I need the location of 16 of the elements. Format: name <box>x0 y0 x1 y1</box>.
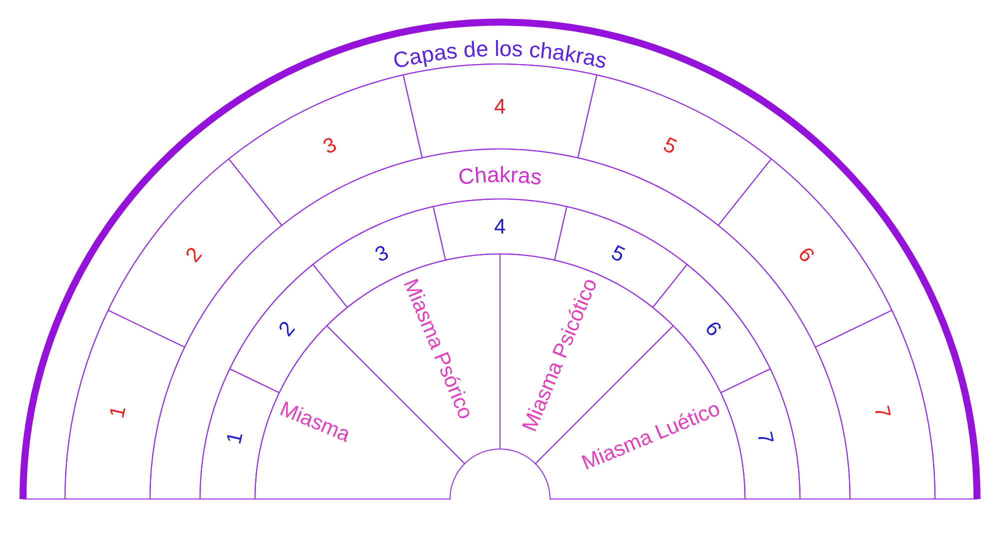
segment-number: 2 <box>275 318 300 341</box>
segment-number: 5 <box>660 134 680 158</box>
segment-number: 3 <box>372 242 392 266</box>
band-title: Chakras <box>457 162 544 190</box>
segment-number: 6 <box>700 318 724 341</box>
segment-number: 4 <box>494 216 506 238</box>
segment-number: 1 <box>223 430 246 446</box>
segment-number: 2 <box>182 243 206 266</box>
segment-number: 7 <box>870 404 894 420</box>
segment-number: 5 <box>608 242 628 266</box>
segment-number: 7 <box>754 430 777 446</box>
band-title: Capas de los chakras <box>390 36 610 74</box>
segment-number: 3 <box>320 134 340 158</box>
segment-number: 1 <box>106 404 130 420</box>
segment-number: 6 <box>794 243 818 266</box>
segment-number: 4 <box>494 96 506 118</box>
